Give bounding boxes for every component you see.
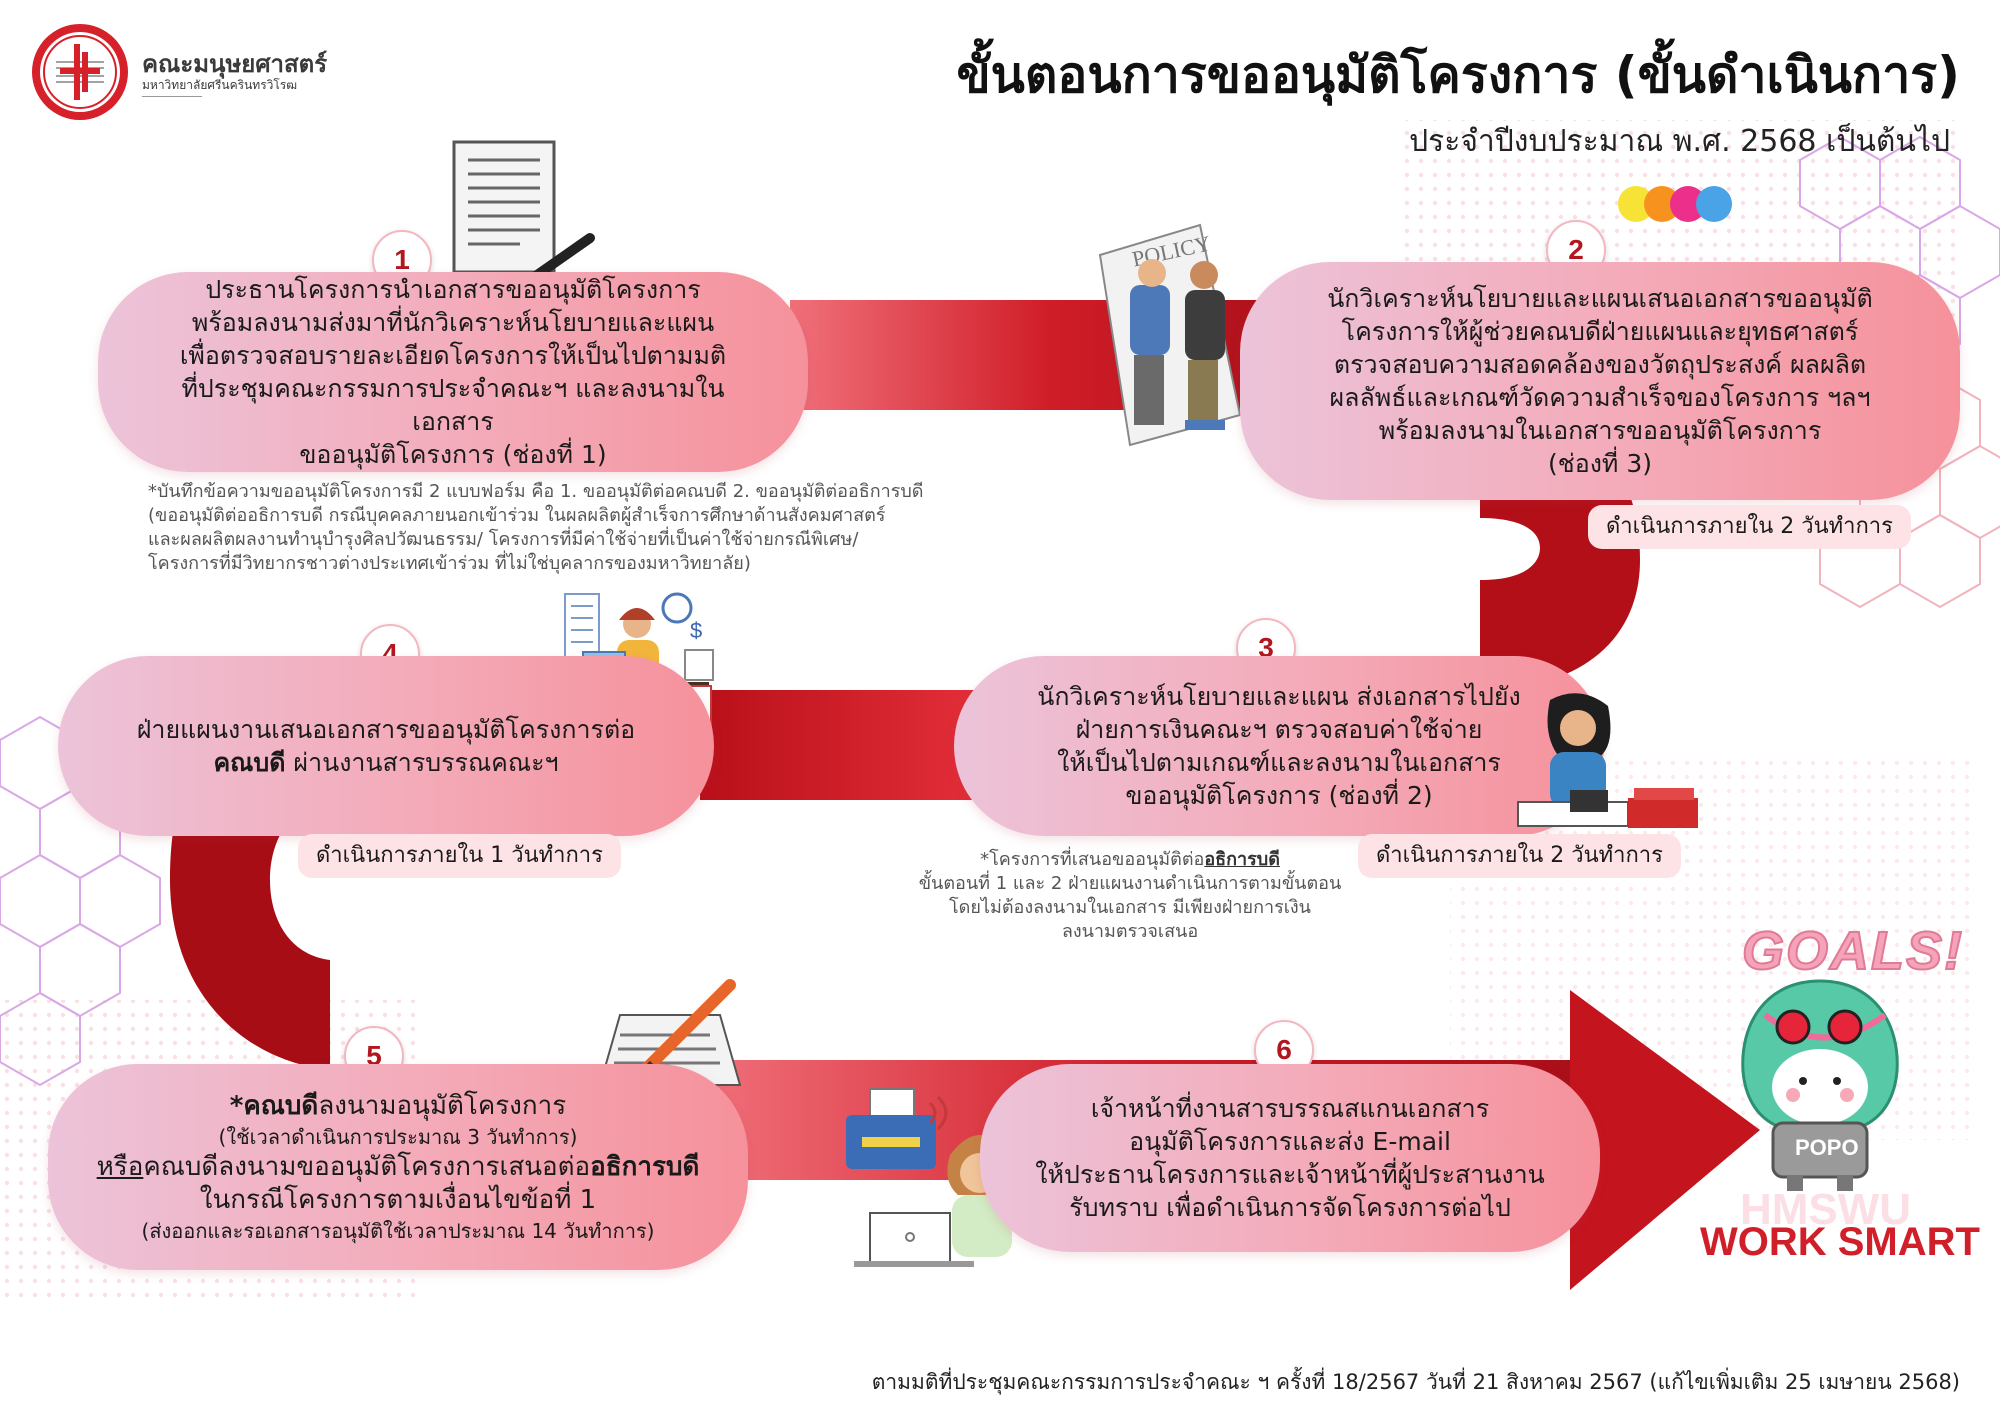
step-3-line: นักวิเคราะห์นโยบายและแผน ส่งเอกสารไปยัง <box>1037 682 1521 711</box>
page-subtitle: ประจำปีงบประมาณ พ.ศ. 2568 เป็นต้นไป <box>1409 124 1950 159</box>
step-1-line: ขออนุมัติโครงการ (ช่องที่ 1) <box>299 440 607 469</box>
step-1-card: ประธานโครงการนำเอกสารขออนุมัติโครงการ พร… <box>98 272 808 472</box>
step-2-line: พร้อมลงนามในเอกสารขออนุมัติโครงการ <box>1378 416 1822 445</box>
step-2-time: ดำเนินการภายใน 2 วันทำการ <box>1588 505 1911 549</box>
rector-note-line: โดยไม่ต้องลงนามในเอกสาร มีเพียงฝ่ายการเง… <box>949 897 1311 918</box>
step-6-line: อนุมัติโครงการและส่ง E-mail <box>1129 1127 1451 1156</box>
step-5-or: หรือ <box>96 1151 144 1182</box>
document-pen-illustration <box>450 140 600 294</box>
step-5-rector: อธิการบดี <box>590 1151 700 1182</box>
form-note-line: และผลผลิตผลงานทำนุบำรุงศิลปวัฒนธรรม/ โคร… <box>148 529 859 550</box>
step-2-line: นักวิเคราะห์นโยบายและแผนเสนอเอกสารขออนุม… <box>1327 284 1873 313</box>
logo-divider <box>142 96 202 97</box>
work-smart-text: WORK SMART <box>1700 1220 1980 1264</box>
step-5-line-1: *คณบดีลงนามอนุมัติโครงการ <box>230 1090 566 1123</box>
faculty-seal-icon <box>32 24 128 120</box>
form-note-line: *บันทึกข้อความขออนุมัติโครงการมี 2 แบบฟอ… <box>148 481 924 502</box>
step-3-line: ให้เป็นไปตามเกณฑ์และลงนามในเอกสาร <box>1057 748 1501 777</box>
form-note-line: โครงการที่มีวิทยากรชาวต่างประเทศเข้าร่วม… <box>148 553 751 574</box>
form-note-line: (ขออนุมัติต่ออธิการบดี กรณีบุคคลภายนอกเข… <box>148 505 886 526</box>
step-5-line-3-mid: คณบดีลงนามขออนุมัติโครงการเสนอต่อ <box>143 1151 591 1182</box>
step-4-time: ดำเนินการภายใน 1 วันทำการ <box>298 834 621 878</box>
rector-note-prefix: *โครงการที่เสนอขออนุมัติต่อ <box>980 849 1205 870</box>
rector-note-line: ลงนามตรวจเสนอ <box>1061 921 1199 942</box>
step-2-card: นักวิเคราะห์นโยบายและแผนเสนอเอกสารขออนุม… <box>1240 262 1960 500</box>
form-note: *บันทึกข้อความขออนุมัติโครงการมี 2 แบบฟอ… <box>148 480 923 576</box>
step-4-line-1: ฝ่ายแผนงานเสนอเอกสารขออนุมัติโครงการต่อ <box>136 715 636 744</box>
faculty-logo <box>30 22 130 122</box>
step-2-line: ผลลัพธ์และเกณฑ์วัดความสำเร็จของโครงการ ฯ… <box>1329 383 1871 412</box>
page-title: ขั้นตอนการขออนุมัติโครงการ (ขั้นดำเนินกา… <box>956 46 1960 104</box>
step-1-line: พร้อมลงนามส่งมาที่นักวิเคราะห์นโยบายและแ… <box>191 308 715 337</box>
step-3-time: ดำเนินการภายใน 2 วันทำการ <box>1358 834 1681 878</box>
rector-note: *โครงการที่เสนอขออนุมัติต่ออธิการบดี ขั้… <box>880 848 1380 944</box>
step-5-line-5: (ส่งออกและรอเอกสารอนุมัติใช้เวลาประมาณ 1… <box>141 1218 655 1243</box>
step-5-line-3: หรือคณบดีลงนามขออนุมัติโครงการเสนอต่ออธิ… <box>97 1151 700 1184</box>
step-2-line: (ช่องที่ 3) <box>1547 449 1653 478</box>
step-4-line-2: คณบดี ผ่านงานสารบรรณคณะฯ <box>213 746 558 779</box>
step-2-line: ตรวจสอบความสอดคล้องของวัตถุประสงค์ ผลผลิ… <box>1333 350 1867 379</box>
step-4-dean: คณบดี <box>213 748 286 777</box>
popo-mascot-illustration: POPO <box>1735 975 1905 1199</box>
dot-blue <box>1696 186 1732 222</box>
step-5-line-1-rest: ลงนามอนุมัติโครงการ <box>318 1090 567 1121</box>
step-5-line-2: (ใช้เวลาดำเนินการประมาณ 3 วันทำการ) <box>218 1124 578 1149</box>
goals-text: GOALS! <box>1741 920 1964 982</box>
footer-reference: ตามมติที่ประชุมคณะกรรมการประจำคณะ ฯ ครั้… <box>871 1370 1960 1394</box>
step-6-line: ให้ประธานโครงการและเจ้าหน้าที่ผู้ประสานง… <box>1035 1160 1545 1189</box>
step-1-line: เพื่อตรวจสอบรายละเอียดโครงการให้เป็นไปตา… <box>179 341 727 370</box>
step-4-line-2-rest: ผ่านงานสารบรรณคณะฯ <box>285 748 559 777</box>
brand-ghost-text: HMSWU <box>1740 1185 1912 1234</box>
step-6-card: เจ้าหน้าที่งานสารบรรณสแกนเอกสาร อนุมัติโ… <box>980 1064 1600 1252</box>
step-6-line: เจ้าหน้าที่งานสารบรรณสแกนเอกสาร <box>1090 1094 1490 1123</box>
step-6-line: รับทราบ เพื่อดำเนินการจัดโครงการต่อไป <box>1069 1193 1511 1222</box>
step-3-card: นักวิเคราะห์นโยบายและแผน ส่งเอกสารไปยัง … <box>954 656 1604 836</box>
step-1-line: ประธานโครงการนำเอกสารขออนุมัติโครงการ <box>205 275 701 304</box>
faculty-name: คณะมนุษยศาสตร์ <box>142 51 328 78</box>
mascot-label: POPO <box>1795 1135 1859 1160</box>
step-5-card: *คณบดีลงนามอนุมัติโครงการ (ใช้เวลาดำเนิน… <box>48 1064 748 1270</box>
svg-text:$: $ <box>690 618 702 643</box>
rector-note-rector: อธิการบดี <box>1204 849 1280 870</box>
step-3-line: ฝ่ายการเงินคณะฯ ตรวจสอบค่าใช้จ่าย <box>1075 715 1483 744</box>
step-4-card: ฝ่ายแผนงานเสนอเอกสารขออนุมัติโครงการต่อ … <box>58 656 714 836</box>
policy-discussion-illustration: POLICY <box>1090 215 1290 459</box>
rector-note-first: *โครงการที่เสนอขออนุมัติต่ออธิการบดี <box>880 848 1380 872</box>
rector-note-line: ขั้นตอนที่ 1 และ 2 ฝ่ายแผนงานดำเนินการตา… <box>918 873 1342 894</box>
step-1-line: ที่ประชุมคณะกรรมการประจำคณะฯ และลงนามในเ… <box>181 374 725 436</box>
step-5-line-4: ในกรณีโครงการตามเงื่อนไขข้อที่ 1 <box>199 1184 597 1215</box>
step-3-line: ขออนุมัติโครงการ (ช่องที่ 2) <box>1125 781 1433 810</box>
university-name: มหาวิทยาลัยศรีนครินทรวิโรฒ <box>142 78 298 92</box>
finance-worker-illustration <box>1510 690 1710 844</box>
color-dots <box>1618 186 1738 222</box>
step-5-star: * <box>229 1090 244 1121</box>
step-2-line: โครงการให้ผู้ช่วยคณบดีฝ่ายแผนและยุทธศาสต… <box>1341 317 1859 346</box>
step-5-dean: คณบดี <box>243 1090 319 1121</box>
